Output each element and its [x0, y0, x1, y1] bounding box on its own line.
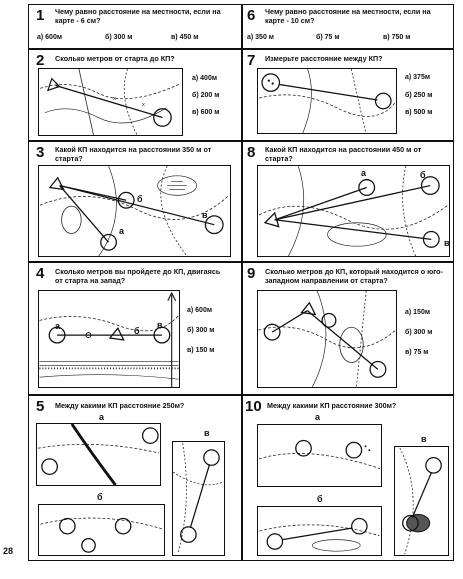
subfigure-label: б — [97, 492, 103, 502]
orienteering-map: б а в — [38, 165, 231, 257]
answer-option: а) 400м — [192, 75, 218, 82]
orienteering-map: а б в — [38, 290, 180, 388]
task-number: 5 — [36, 398, 45, 415]
row-divider — [29, 394, 453, 396]
orienteering-map — [394, 446, 449, 556]
task-4: 4 Сколько метров вы пройдете до КП, двиг… — [29, 263, 241, 394]
task-question: Между какими КП расстояние 250м? — [55, 401, 185, 410]
answer-option: б) 300 м — [405, 329, 433, 336]
answer-option: в) 600 м — [192, 109, 220, 116]
answer-option: б) 75 м — [316, 34, 340, 41]
task-5: 5 Между какими КП расстояние 250м? а в б — [29, 396, 241, 562]
map-drawing — [259, 69, 396, 133]
task-9: 9 Сколько метров до КП, который находитс… — [243, 263, 455, 394]
svg-text:x: x — [142, 102, 145, 108]
map-drawing — [39, 291, 179, 387]
answer-option: б) 300 м — [105, 34, 133, 41]
checkpoint-label: в — [444, 238, 450, 248]
task-1: 1 Чему равно расстояние на местности, ес… — [29, 5, 241, 48]
checkpoint-label: в — [202, 210, 208, 220]
orienteering-map — [257, 290, 397, 388]
task-number: 1 — [36, 7, 45, 24]
task-7: 7 Измерьте расстояние между КП? а) 375м … — [243, 50, 455, 140]
row-divider — [29, 140, 453, 142]
answer-option: в) 750 м — [383, 34, 411, 41]
task-number: 3 — [36, 144, 45, 161]
task-question: Чему равно расстояние на местности, если… — [265, 7, 431, 25]
checkpoint-label: а — [55, 321, 61, 331]
orienteering-map — [257, 424, 382, 487]
orienteering-map — [38, 504, 165, 556]
task-question: Между какими КП расстояние 300м? — [267, 401, 397, 410]
task-number: 6 — [247, 7, 256, 24]
orienteering-map — [172, 441, 225, 556]
answer-option: а) 350 м — [247, 34, 274, 41]
map-drawing — [399, 447, 442, 555]
task-question: Сколько метров вы пройдете до КП, двигая… — [55, 267, 221, 285]
answer-option: а) 150м — [405, 309, 431, 316]
task-question: Чему равно расстояние на местности, если… — [55, 7, 221, 25]
subfigure-label: в — [421, 434, 427, 444]
map-drawing: x x — [40, 69, 182, 135]
answer-option: а) 600м — [187, 307, 213, 314]
orienteering-map: x x — [38, 68, 183, 136]
map-drawing — [37, 424, 160, 485]
task-question: Сколько метров от старта до КП? — [55, 54, 175, 63]
task-10: 10 Между какими КП расстояние 300м? а в … — [243, 396, 455, 562]
orienteering-map — [36, 423, 161, 486]
map-drawing — [259, 517, 380, 552]
task-number: 8 — [247, 144, 256, 161]
checkpoint-label: в — [157, 320, 163, 330]
task-number: 9 — [247, 265, 256, 282]
answer-option: в) 150 м — [187, 347, 215, 354]
checkpoint-label: б — [134, 326, 140, 336]
answer-option: в) 75 м — [405, 349, 429, 356]
map-drawing — [258, 439, 381, 469]
task-question: Какой КП находится на расстоянии 450 м о… — [265, 145, 422, 163]
task-2: 2 Сколько метров от старта до КП? x x а)… — [29, 50, 241, 140]
subfigure-label: а — [99, 412, 105, 422]
answer-option: б) 200 м — [192, 92, 220, 99]
checkpoint-label: б — [420, 170, 426, 180]
answer-option: в) 500 м — [405, 109, 433, 116]
task-question: Измерьте расстояние между КП? — [265, 54, 383, 63]
task-number: 4 — [36, 265, 45, 282]
answer-option: б) 250 м — [405, 92, 433, 99]
checkpoint-label: а — [361, 168, 367, 178]
column-divider — [241, 5, 243, 560]
map-drawing — [258, 291, 396, 387]
orienteering-map — [257, 506, 382, 556]
worksheet-page: 1 Чему равно расстояние на местности, ес… — [28, 4, 454, 561]
map-drawing — [39, 166, 230, 256]
orienteering-map: а б в — [257, 165, 450, 257]
svg-text:x: x — [113, 96, 116, 102]
task-number: 2 — [36, 52, 45, 69]
map-drawing — [258, 166, 449, 256]
task-8: 8 Какой КП находится на расстоянии 450 м… — [243, 142, 455, 261]
row-divider — [29, 48, 453, 50]
subfigure-label: в — [204, 428, 210, 438]
map-drawing — [173, 443, 224, 554]
task-question: Какой КП находится на расстоянии 350 м о… — [55, 145, 212, 163]
answer-option: а) 600м — [37, 34, 63, 41]
answer-option: в) 450 м — [171, 34, 199, 41]
answer-option: а) 375м — [405, 74, 431, 81]
task-number: 7 — [247, 52, 256, 69]
checkpoint-label: а — [119, 226, 125, 236]
subfigure-label: б — [317, 494, 323, 504]
task-3: 3 Какой КП находится на расстоянии 350 м… — [29, 142, 241, 261]
subfigure-label: а — [315, 412, 321, 422]
orienteering-map — [257, 68, 397, 134]
map-drawing — [40, 517, 163, 553]
answer-option: б) 300 м — [187, 327, 215, 334]
task-6: 6 Чему равно расстояние на местности, ес… — [243, 5, 455, 48]
page-number: 28 — [3, 546, 14, 556]
row-divider — [29, 261, 453, 263]
task-number: 10 — [245, 398, 262, 415]
task-question: Сколько метров до КП, который находится … — [265, 267, 443, 285]
checkpoint-label: б — [137, 194, 143, 204]
